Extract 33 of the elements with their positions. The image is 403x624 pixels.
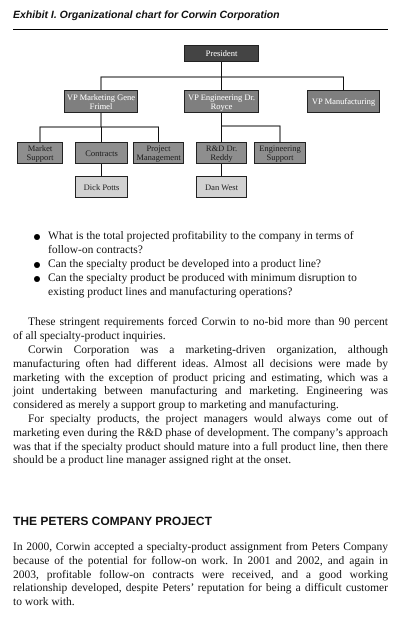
role-label: Engineering Support	[258, 144, 302, 162]
chart-title: Exhibit I. Organizational chart for Corwin Corporation	[13, 9, 280, 21]
role-label: Project Management	[135, 144, 182, 162]
body-paragraph: For specialty products, the project managers would always come out of marketing even during the R&D phase of development. The company’s approach was that if the specialty product should mature into a full product line, then there should be a product line manager assigned right at the onset.	[13, 413, 388, 468]
org-chart-box	[75, 176, 128, 198]
org-chart-box	[75, 142, 128, 164]
org-chart-box	[184, 45, 259, 62]
connector-line	[100, 112, 159, 142]
role-label: VP Engineering Dr. Royce	[187, 92, 256, 110]
role-label: R&D Dr. Reddy	[204, 144, 238, 162]
org-chart-box	[307, 90, 380, 113]
bullet-item: Can the specialty product be produced with minimum disruption to existing product lines and manufacturing operations?	[30, 272, 375, 299]
org-chart-box	[196, 176, 247, 198]
org-chart-box	[196, 142, 247, 164]
bullet-item: What is the total projected profitability to the company in terms of follow-on contracts?	[30, 230, 375, 257]
connector-line	[221, 62, 344, 90]
role-label: President	[206, 49, 238, 58]
role-label: VP Manufacturing	[312, 97, 376, 106]
org-chart-box	[17, 142, 63, 164]
role-label: Dick Potts	[84, 182, 120, 192]
org-chart-box	[254, 142, 306, 164]
bullet-item: Can the specialty product be developed into a product line?	[30, 258, 375, 272]
connector-line	[221, 164, 222, 176]
role-label: Market Support	[26, 144, 54, 162]
role-label: Dan West	[205, 182, 238, 192]
body-paragraph: These stringent requirements forced Corwin to no-bid more than 90 percent of all specialty-product inquiries.	[13, 316, 388, 344]
role-label: Contracts	[85, 148, 118, 158]
role-label: VP Marketing Gene Frimel	[66, 92, 136, 110]
connector-line	[221, 112, 280, 142]
connector-line	[101, 164, 102, 176]
body-paragraph: In 2000, Corwin accepted a specialty-product assignment from Peters Company because of the potential for follow-on work. In 2001 and 2002, and again in 2003, profitable follow-on contracts were received, and a good working relationship developed, despite Peters’ reputation for being a difficult customer to work with.	[13, 541, 388, 610]
body-paragraph: Corwin Corporation was a marketing-driven organization, although manufacturing often had different ideas. Almost all decisions were made by marketing with the exception of product pricing and estimating, which was a joint undertaking between manufacturing and marketing. Engineering was considered as merely a support group to marketing and manufacturing.	[13, 344, 388, 413]
section-heading: THE PETERS COMPANY PROJECT	[13, 514, 212, 528]
